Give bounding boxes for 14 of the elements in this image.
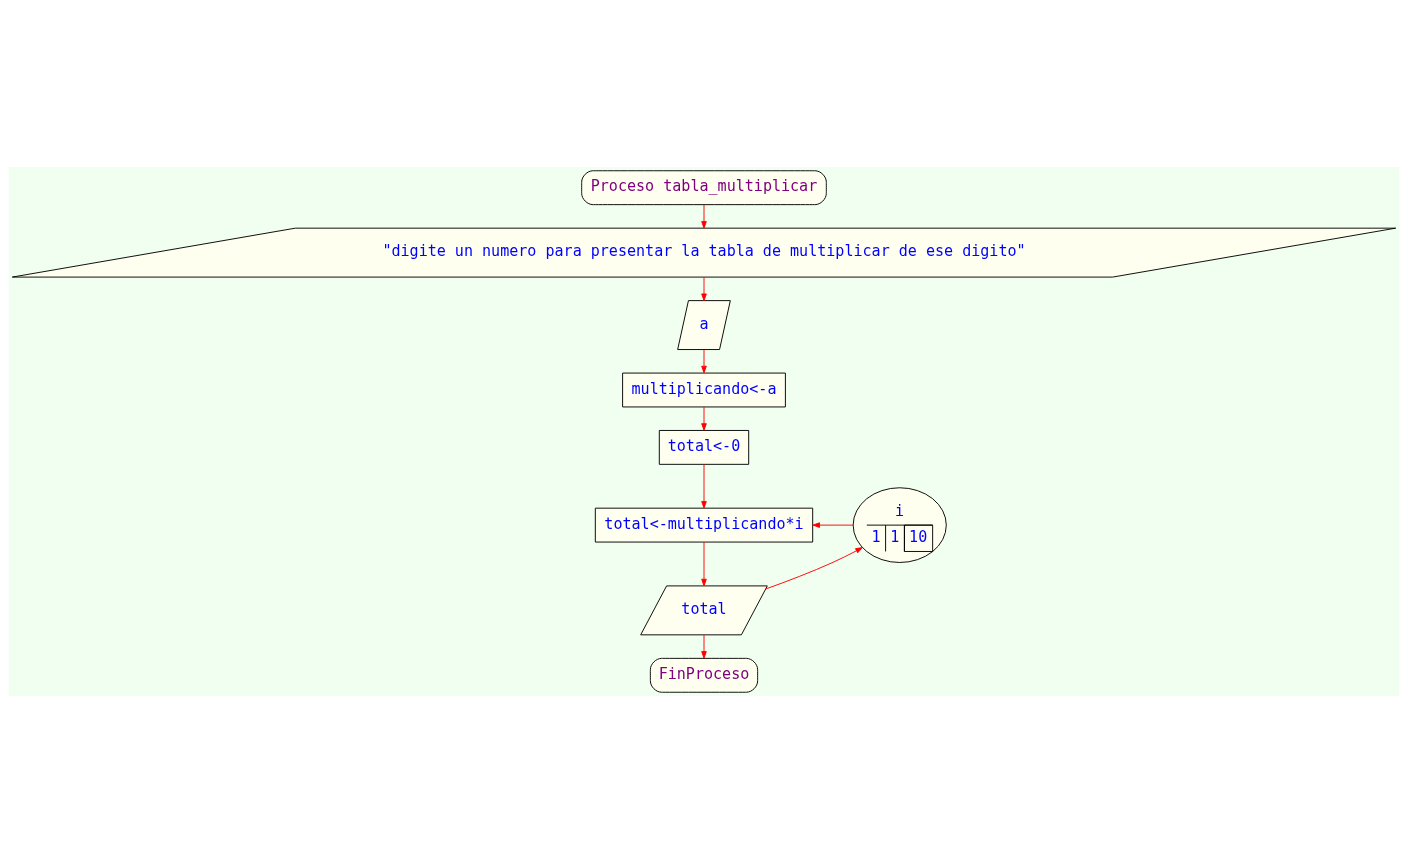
arrow — [701, 277, 707, 301]
arrow — [765, 547, 863, 590]
arrow — [701, 406, 707, 431]
node-box: FinProceso — [649, 657, 759, 693]
arrow — [701, 204, 707, 229]
node-box: total<-multiplicando*i — [594, 507, 814, 543]
arrow — [701, 634, 707, 659]
arrow — [701, 463, 707, 509]
arrow — [701, 541, 707, 587]
node-box: total<-0 — [658, 430, 750, 465]
arrow — [701, 349, 707, 374]
arrow — [812, 522, 854, 528]
node-box: Proceso tabla_multiplicar — [581, 170, 827, 206]
node-box: multiplicando<-a — [622, 372, 786, 408]
